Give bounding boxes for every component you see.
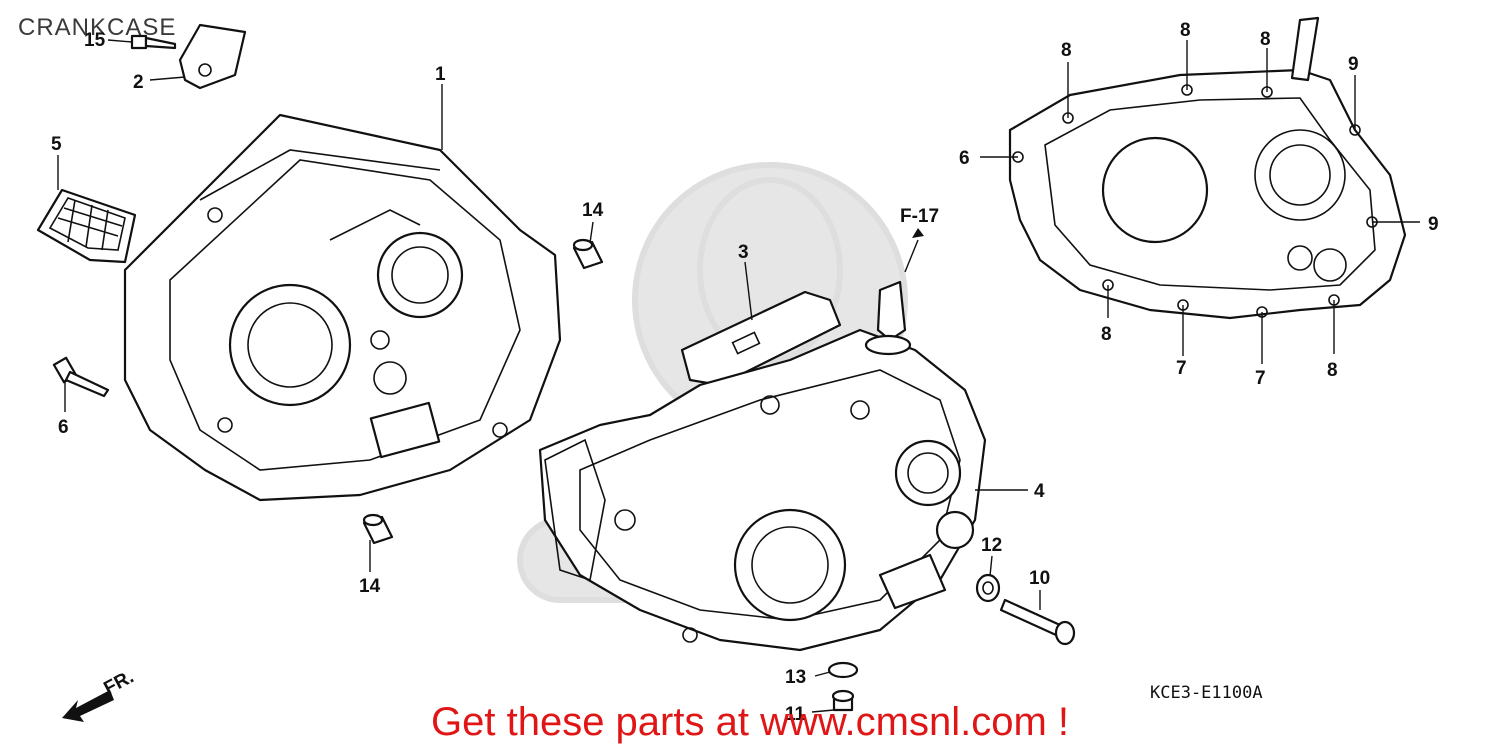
callout-14-upper: 14: [582, 200, 604, 221]
bolt-15: [130, 34, 177, 50]
dowel-pin-lower: [362, 513, 394, 545]
filter-screen: [36, 188, 137, 264]
reference-arrow: [904, 228, 924, 273]
reference-label: F-17: [900, 206, 939, 227]
cover-plate: [178, 23, 247, 90]
callout-8-c: 8: [1260, 29, 1271, 50]
diagram-title: CRANKCASE: [18, 14, 177, 41]
washer-13: [827, 661, 859, 679]
callout-5: 5: [51, 134, 62, 155]
callout-12: 12: [981, 535, 1002, 556]
callout-15: 15: [84, 30, 106, 51]
bolt-6: [52, 356, 110, 398]
callout-8-b: 8: [1180, 20, 1191, 41]
promo-banner: Get these parts at www.cmsnl.com !: [431, 700, 1069, 744]
callout-1: 1: [435, 64, 446, 85]
callout-10: 10: [1029, 568, 1050, 589]
right-crankcase-half: [538, 280, 987, 652]
dowel-pin-upper: [572, 238, 604, 270]
crankcase-gasket: [1008, 16, 1407, 320]
callout-14-lower: 14: [359, 576, 381, 597]
bolt-10: [999, 598, 1076, 646]
leader-lines: [57, 39, 1420, 713]
callout-4: 4: [1034, 481, 1045, 502]
callout-8-d: 8: [1101, 324, 1112, 345]
sealing-washer-12: [975, 573, 1001, 603]
callout-2: 2: [133, 72, 144, 93]
callout-8-a: 8: [1061, 40, 1072, 61]
callout-13: 13: [785, 667, 806, 688]
left-crankcase-half: [123, 113, 562, 502]
front-direction-arrow: [62, 690, 114, 722]
callout-7-a: 7: [1176, 358, 1187, 379]
callout-6-right: 6: [959, 148, 970, 169]
gasket-strip: [680, 290, 842, 387]
callout-8-e: 8: [1327, 360, 1338, 381]
callout-11: 11: [785, 704, 806, 725]
part-code: KCE3-E1100A: [1150, 683, 1263, 703]
callout-3: 3: [738, 242, 749, 263]
gasket-bolt-holes: [1012, 84, 1378, 318]
callout-6-left: 6: [58, 417, 69, 438]
callout-9-a: 9: [1348, 54, 1359, 75]
drain-bolt-11: [831, 689, 855, 712]
callout-7-b: 7: [1255, 368, 1266, 389]
callout-9-b: 9: [1428, 214, 1439, 235]
